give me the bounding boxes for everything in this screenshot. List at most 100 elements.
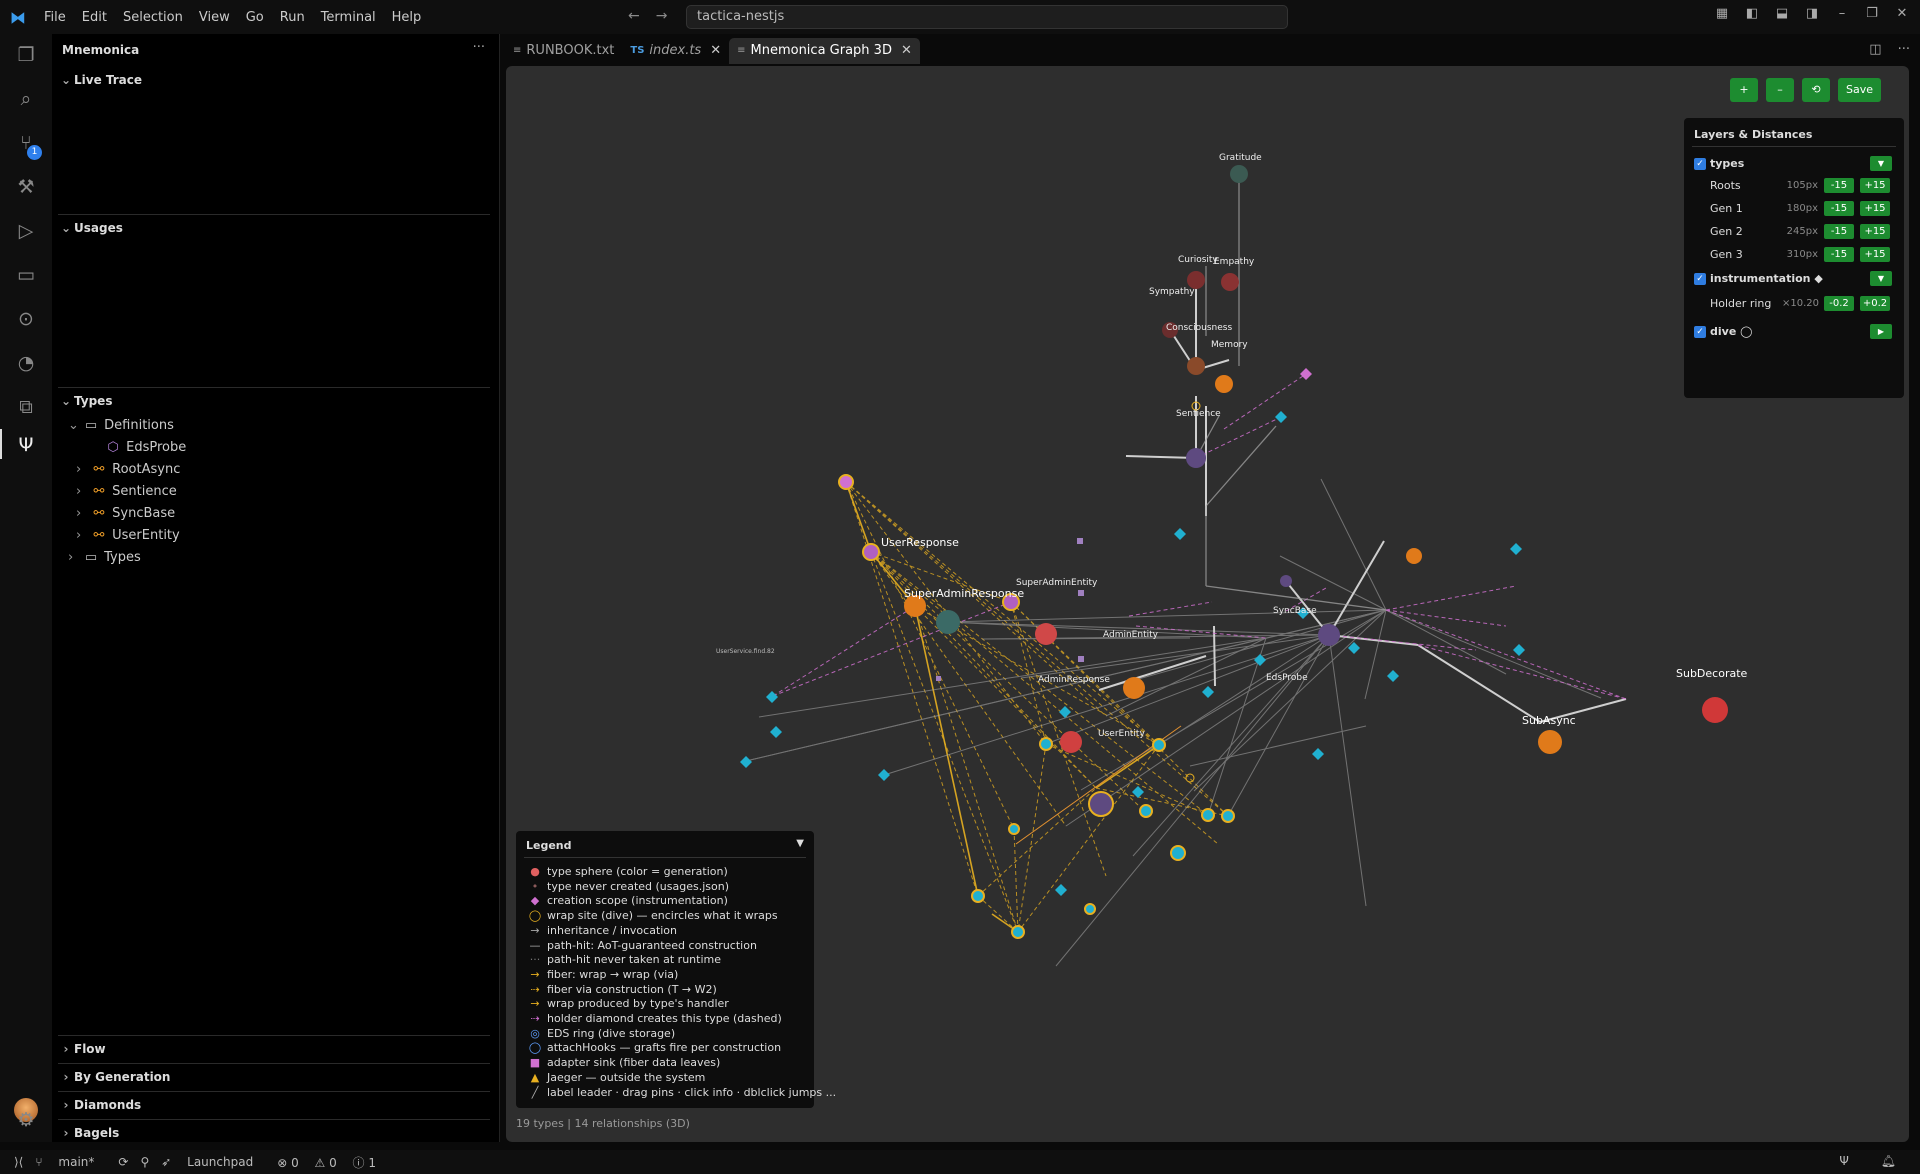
- holder-plus-button[interactable]: +0.2: [1860, 296, 1890, 311]
- gen2-minus-button[interactable]: -15: [1824, 224, 1854, 239]
- account-avatar[interactable]: [14, 1098, 38, 1122]
- tab-mnemonica-graph[interactable]: ≡Mnemonica Graph 3D✕: [729, 38, 920, 64]
- node-sentience[interactable]: [1186, 448, 1206, 468]
- gen1-plus-button[interactable]: +15: [1860, 201, 1890, 216]
- save-button[interactable]: Save: [1837, 78, 1881, 102]
- instrumentation-checkbox[interactable]: ✓: [1694, 273, 1706, 285]
- node-superadminresponse[interactable]: [904, 595, 926, 617]
- menu-file[interactable]: File: [44, 9, 66, 25]
- tree-folder-types[interactable]: ›▭ Types: [68, 547, 141, 569]
- node-curiosity[interactable]: [1187, 271, 1205, 289]
- menu-go[interactable]: Go: [245, 9, 264, 25]
- instrumentation-collapse-button[interactable]: ▼: [1870, 271, 1892, 286]
- node-subasync[interactable]: [1538, 730, 1562, 754]
- split-editor-icon[interactable]: ◫: [1869, 42, 1882, 57]
- node-edsprobe[interactable]: [1318, 624, 1340, 646]
- reset-view-button[interactable]: ⟲: [1801, 78, 1830, 102]
- git-graph-icon[interactable]: ⊙: [18, 308, 34, 330]
- tree-item-rootasync[interactable]: ›⚯ RootAsync: [76, 459, 180, 481]
- graph-3d-canvas[interactable]: Gratitude Curiosity Empathy Sympathy Con…: [506, 66, 1909, 1142]
- back-arrow-icon[interactable]: ←: [628, 8, 640, 24]
- launchpad-item[interactable]: ➶ Launchpad: [161, 1155, 265, 1169]
- close-tab-icon[interactable]: ✕: [900, 43, 912, 58]
- dive-checkbox[interactable]: ✓: [1694, 326, 1706, 338]
- tree-item-edsprobe[interactable]: ⬡ EdsProbe: [90, 437, 186, 459]
- minimize-icon[interactable]: –: [1838, 6, 1846, 21]
- settings-gear-icon[interactable]: ⚙: [17, 1109, 35, 1131]
- gen3-minus-button[interactable]: -15: [1824, 247, 1854, 262]
- node-gratitude-alt[interactable]: [936, 610, 960, 634]
- node-syncbase[interactable]: [1280, 575, 1292, 587]
- zoom-in-button[interactable]: +: [1729, 78, 1758, 102]
- graph-viewport[interactable]: Gratitude Curiosity Empathy Sympathy Con…: [506, 66, 1909, 1142]
- node-subdecorate[interactable]: [1702, 697, 1728, 723]
- mnemonica-status-icon[interactable]: Ψ: [1839, 1154, 1849, 1168]
- tree-item-sentience[interactable]: ›⚯ Sentience: [76, 481, 177, 503]
- extensions-icon[interactable]: ⧉: [19, 396, 33, 418]
- section-usages[interactable]: ⌄Usages: [58, 217, 490, 239]
- node-gratitude[interactable]: [1230, 165, 1248, 183]
- tree-item-syncbase[interactable]: ›⚯ SyncBase: [76, 503, 175, 525]
- tree-folder-definitions[interactable]: ⌄▭ Definitions: [68, 415, 174, 437]
- roots-plus-button[interactable]: +15: [1860, 178, 1890, 193]
- gen3-plus-button[interactable]: +15: [1860, 247, 1890, 262]
- node-userresponse[interactable]: [862, 543, 880, 561]
- close-window-icon[interactable]: ✕: [1896, 6, 1908, 21]
- git-graph-status-icon[interactable]: ⚲: [140, 1155, 150, 1169]
- diamond-node[interactable]: [1275, 411, 1287, 423]
- forward-arrow-icon[interactable]: →: [655, 8, 668, 24]
- section-diamonds[interactable]: ›Diamonds: [58, 1094, 490, 1116]
- menu-view[interactable]: View: [198, 9, 230, 25]
- toggle-secondary-sidebar-icon[interactable]: ◨: [1805, 6, 1819, 21]
- menu-run[interactable]: Run: [279, 9, 305, 25]
- source-control-icon[interactable]: ⑂: [20, 132, 32, 154]
- legend-toggle-icon[interactable]: ▼: [796, 838, 804, 849]
- diamond-node[interactable]: [1300, 368, 1312, 380]
- holder-minus-button[interactable]: -0.2: [1824, 296, 1854, 311]
- node-userentity[interactable]: [1088, 791, 1114, 817]
- roots-minus-button[interactable]: -15: [1824, 178, 1854, 193]
- node-consciousness[interactable]: [1187, 357, 1205, 375]
- timeline-icon[interactable]: ◔: [17, 352, 35, 374]
- menu-edit[interactable]: Edit: [81, 9, 107, 25]
- sidebar-more-icon[interactable]: ···: [472, 40, 485, 55]
- gen1-minus-button[interactable]: -15: [1824, 201, 1854, 216]
- zoom-out-button[interactable]: –: [1765, 78, 1794, 102]
- branch-indicator[interactable]: ⑂ main*: [35, 1155, 106, 1169]
- toggle-sidebar-icon[interactable]: ◧: [1745, 6, 1759, 21]
- command-center-search[interactable]: tactica-nestjs: [686, 5, 1288, 29]
- node-adminresponse[interactable]: [1060, 731, 1082, 753]
- section-by-generation[interactable]: ›By Generation: [58, 1066, 490, 1088]
- close-tab-icon[interactable]: ✕: [710, 43, 722, 58]
- run-debug-icon[interactable]: ▷: [18, 220, 34, 242]
- explorer-icon[interactable]: ❐: [17, 44, 35, 66]
- section-live-trace[interactable]: ⌄Live Trace: [58, 69, 490, 91]
- section-types[interactable]: ⌄Types: [58, 390, 490, 412]
- toggle-panel-icon[interactable]: ⬓: [1775, 6, 1789, 21]
- section-flow[interactable]: ›Flow: [58, 1038, 490, 1060]
- gen2-plus-button[interactable]: +15: [1860, 224, 1890, 239]
- menu-terminal[interactable]: Terminal: [320, 9, 376, 25]
- remote-explorer-icon[interactable]: ▭: [17, 264, 35, 286]
- node-memory[interactable]: [1215, 375, 1233, 393]
- problems-indicator[interactable]: ⊗ 0 ⚠ 0 ⓘ 1: [277, 1155, 377, 1170]
- node-wrap-site[interactable]: [838, 474, 854, 490]
- extensions-tools-icon[interactable]: ⚒: [17, 176, 35, 198]
- notifications-bell-icon[interactable]: 🔔︎: [1880, 1154, 1896, 1168]
- sync-icon[interactable]: ⟳: [118, 1155, 129, 1169]
- node-empathy[interactable]: [1221, 273, 1239, 291]
- search-icon[interactable]: ⌕: [20, 88, 32, 110]
- restore-icon[interactable]: ❐: [1866, 6, 1878, 21]
- node-superadminentity[interactable]: [1002, 593, 1020, 611]
- node-superadminentity-sphere[interactable]: [1035, 623, 1057, 645]
- more-actions-icon[interactable]: ···: [1897, 42, 1910, 57]
- menu-help[interactable]: Help: [391, 9, 422, 25]
- tree-item-userentity[interactable]: ›⚯ UserEntity: [76, 525, 180, 547]
- section-bagels[interactable]: ›Bagels: [58, 1122, 490, 1144]
- node-orange[interactable]: [1406, 548, 1422, 564]
- types-collapse-button[interactable]: ▼: [1870, 156, 1892, 171]
- dive-expand-button[interactable]: ▶: [1870, 324, 1892, 339]
- tab-runbook[interactable]: ≡RUNBOOK.txt: [505, 38, 622, 64]
- node-userentity-sphere[interactable]: [1123, 677, 1145, 699]
